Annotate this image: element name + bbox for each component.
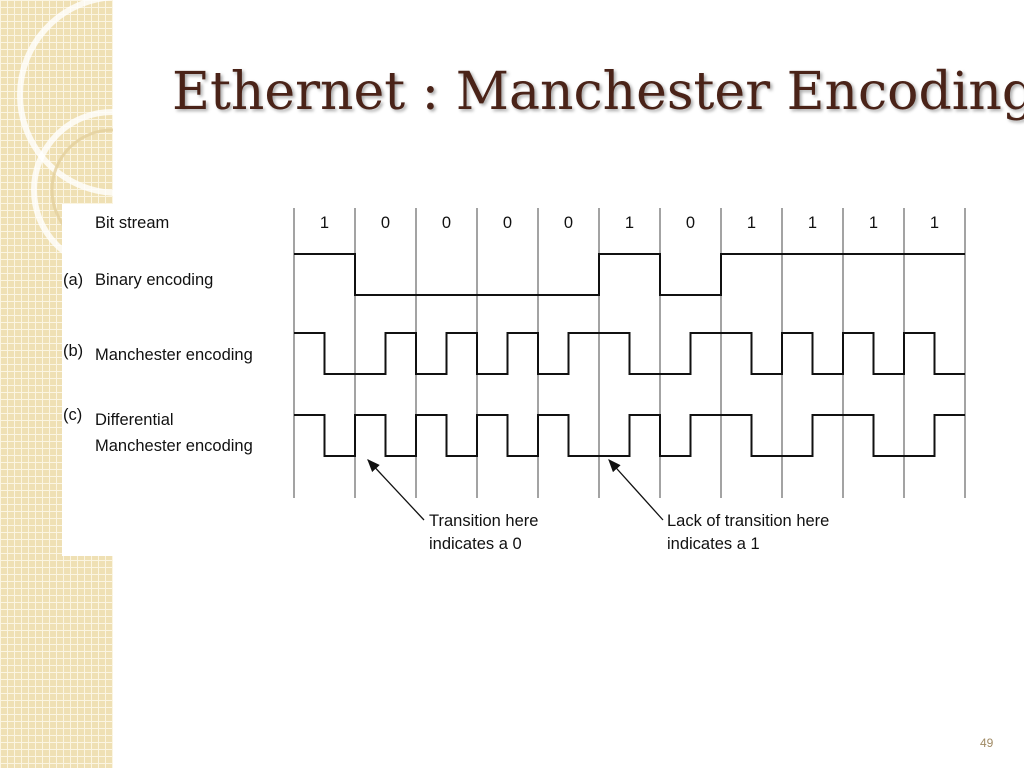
differential-manchester-wave [294, 414, 965, 457]
page-number: 49 [980, 736, 994, 750]
bit-stream-values: 1 0 0 0 0 1 0 1 1 1 1 [320, 214, 939, 232]
row-tag: (b) [63, 342, 83, 360]
row-tag: (a) [63, 271, 83, 289]
encoding-diagram-svg: 1 0 0 0 0 1 0 1 1 1 1 Bit stream (a) Binary encoding… [63, 208, 966, 553]
manchester-encoding-wave [294, 332, 965, 375]
row-tag: (c) [63, 406, 82, 424]
transition-annotation: Transition here [429, 512, 538, 530]
bit-value: 0 [564, 214, 573, 232]
row-label: Manchester encoding [95, 346, 253, 364]
waveforms [294, 253, 965, 457]
binary-encoding-wave [294, 253, 965, 296]
row-label: Binary encoding [95, 271, 213, 289]
slide-title: Ethernet : Manchester Encoding [172, 62, 1024, 122]
bit-value: 1 [930, 214, 939, 232]
no-transition-annotation: Lack of transition here [667, 512, 829, 530]
manchester-encoding-diagram: 1 0 0 0 0 1 0 1 1 1 1 Bit stream (a) Binary encoding… [62, 204, 977, 556]
no-transition-arrow [608, 459, 664, 521]
bit-value: 1 [747, 214, 756, 232]
no-transition-annotation: indicates a 1 [667, 535, 760, 553]
bit-value: 1 [625, 214, 634, 232]
bit-value: 1 [869, 214, 878, 232]
bit-value: 1 [320, 214, 329, 232]
bit-stream-label: Bit stream [95, 214, 169, 232]
row-label: Differential [95, 411, 174, 429]
bit-value: 0 [686, 214, 695, 232]
bit-value: 0 [503, 214, 512, 232]
transition-arrow [367, 459, 425, 521]
row-label: Manchester encoding [95, 437, 253, 455]
row-labels: Bit stream (a) Binary encoding (b) Mancheste… [63, 214, 253, 455]
bit-value: 0 [442, 214, 451, 232]
sidebar-arc-large [17, 0, 113, 196]
annotations: Transition here indicates a 0 Lack of tran… [367, 459, 829, 553]
bit-value: 0 [381, 214, 390, 232]
bit-value: 1 [808, 214, 817, 232]
transition-annotation: indicates a 0 [429, 535, 522, 553]
